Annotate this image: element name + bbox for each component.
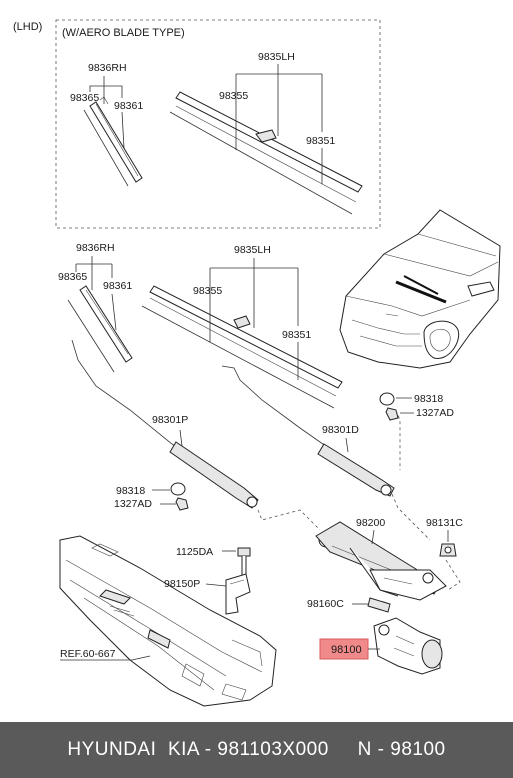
mid-lh-assy-label: 9835LH: [234, 244, 271, 256]
top-lh-assy-label: 9835LH: [258, 51, 295, 63]
footer-part-number: HYUNDAI KIA - 981103X000 N - 98100: [67, 739, 446, 760]
mid-rh-assy-label: 9836RH: [76, 242, 115, 254]
grommet-98131c: [439, 543, 457, 557]
driver-arm-label: 98301D: [322, 424, 359, 436]
cowl-panel: [59, 535, 277, 707]
mid-rh-wiper-blade: [67, 285, 133, 373]
left-nut-label: 1327AD: [114, 498, 152, 510]
footer-bar: HYUNDAI KIA - 981103X000 N - 98100: [0, 722, 513, 778]
region-label: (LHD): [13, 21, 42, 33]
bolt-1125da: [237, 547, 251, 577]
bracket-label: 98150P: [164, 578, 200, 590]
mid-lh-insert-label: 98355: [193, 285, 222, 297]
vehicle-illustration: [339, 209, 501, 369]
mid-lh-blade-label: 98351: [282, 329, 311, 341]
bracket-98160c: [367, 597, 391, 613]
top-rh-blade-label: 98361: [114, 100, 143, 112]
motor-label: 98100: [331, 644, 362, 656]
bracket2-label: 98160C: [307, 598, 344, 610]
wiper-linkage-assy: [315, 521, 447, 601]
top-lh-wiper-blade: [169, 91, 363, 215]
top-rh-insert-label: 98365: [70, 92, 99, 104]
parts-diagram: (LHD) (W/AERO BLADE TYPE) 9836RH 98365 9…: [13, 19, 501, 707]
bolt-label: 1125DA: [176, 546, 213, 558]
mid-lh-wiper-blade: [141, 285, 343, 409]
bracket-98150p: [225, 573, 251, 615]
right-cap-and-nut: [379, 392, 401, 470]
left-cap-label: 98318: [116, 485, 145, 497]
grommet-label: 98131C: [426, 517, 463, 529]
top-rh-assy-label: 9836RH: [88, 62, 127, 74]
right-nut-label: 1327AD: [416, 407, 454, 419]
left-cap-and-nut: [170, 482, 189, 511]
linkage-label: 98200: [356, 517, 385, 529]
group-title: (W/AERO BLADE TYPE): [62, 27, 185, 39]
mid-rh-blade-label: 98361: [103, 280, 132, 292]
top-lh-insert-label: 98355: [219, 90, 248, 102]
right-cap-label: 98318: [414, 393, 443, 405]
wiper-motor: [373, 617, 443, 675]
reference-label: REF.60-667: [60, 648, 116, 660]
mid-rh-insert-label: 98365: [58, 271, 87, 283]
top-lh-blade-label: 98351: [306, 135, 335, 147]
driver-wiper-arm: [221, 365, 395, 497]
passenger-wiper-arm: [71, 339, 259, 509]
top-rh-wiper-blade: [83, 96, 143, 187]
passenger-arm-label: 98301P: [152, 414, 188, 426]
aero-blade-group-box: [55, 19, 381, 229]
